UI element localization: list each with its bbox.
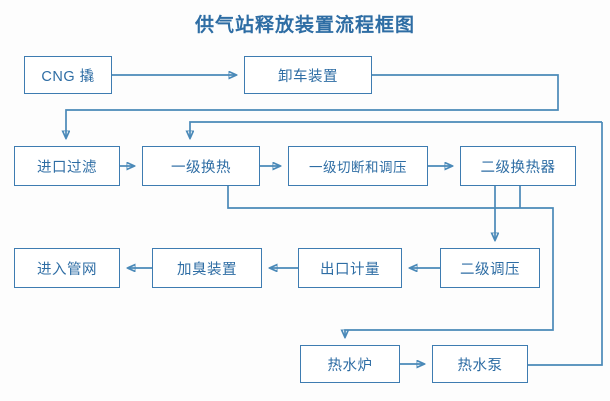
node-hot-water-pump[interactable]: 热水泵 [432, 345, 528, 383]
node-label: 二级换热器 [480, 159, 556, 176]
node-label: 卸车装置 [278, 68, 338, 85]
node-label: 二级调压 [460, 261, 520, 278]
node-label: 热水泵 [457, 357, 503, 374]
node-unloading-device[interactable]: 卸车装置 [244, 56, 372, 94]
node-label: 出口计量 [320, 261, 380, 278]
node-hot-water-boiler[interactable]: 热水炉 [300, 345, 400, 383]
page-title: 供气站释放装置流程框图 [194, 15, 415, 36]
node-label: CNG 撬 [41, 68, 95, 85]
node-label: 加臭装置 [177, 261, 237, 278]
node-label: 一级切断和调压 [309, 160, 407, 175]
node-outlet-metering[interactable]: 出口计量 [298, 248, 402, 288]
node-label: 热水炉 [327, 357, 373, 374]
node-odorizing-device[interactable]: 加臭装置 [152, 248, 262, 288]
edge-heat1-water-return [227, 186, 520, 209]
node-cng[interactable]: CNG 撬 [24, 56, 112, 94]
node-primary-shutoff-regulator[interactable]: 一级切断和调压 [288, 146, 428, 186]
node-enter-pipeline-network[interactable]: 进入管网 [14, 248, 120, 288]
node-label: 进入管网 [37, 261, 97, 278]
node-secondary-pressure-regulator[interactable]: 二级调压 [440, 248, 540, 288]
node-primary-heat-exchange[interactable]: 一级换热 [142, 146, 260, 186]
edge-hotwater-to-heat1 [190, 121, 602, 138]
node-label: 进口过滤 [37, 159, 97, 176]
node-label: 一级换热 [171, 159, 231, 176]
node-secondary-heat-exchanger[interactable]: 二级换热器 [460, 146, 576, 186]
node-inlet-filter[interactable]: 进口过滤 [14, 146, 120, 186]
